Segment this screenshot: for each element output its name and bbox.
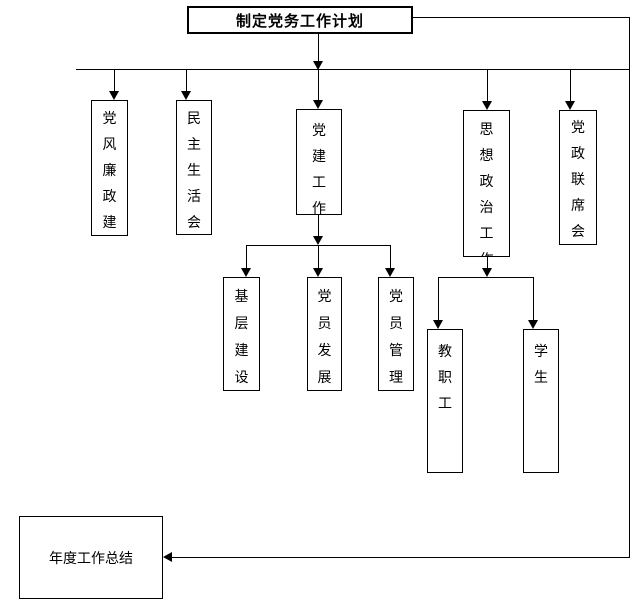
connector-drop-3 <box>318 70 319 100</box>
connector-pb-drop-3 <box>390 245 391 268</box>
node-member-management: 党员管理 <box>378 277 414 391</box>
arrowhead-down-4-icon <box>482 101 492 110</box>
arrowhead-left-summary-icon <box>163 552 172 562</box>
connector-right-side <box>629 17 630 557</box>
connector-drop-1 <box>114 70 115 91</box>
arrowhead-down-iw-icon <box>482 268 492 277</box>
node-party-conduct: 党风廉政建 <box>91 100 128 236</box>
connector-drop-4 <box>487 70 488 101</box>
node-staff: 教职工 <box>427 329 463 473</box>
connector-bottom <box>172 557 630 558</box>
node-democratic-life-label: 民主生活会 <box>187 110 201 230</box>
connector-iw-branch-line <box>438 277 533 278</box>
connector-iw-drop-2 <box>533 277 534 320</box>
arrowhead-down-3-icon <box>313 100 323 109</box>
arrowhead-down-iw2-icon <box>528 320 538 329</box>
node-ideological-work: 思想政治工作 <box>463 110 510 257</box>
arrowhead-down-pb1-icon <box>241 268 251 277</box>
node-party-building-label: 党建工作 <box>312 122 326 215</box>
node-party-conduct-label: 党风廉政建 <box>102 110 117 230</box>
node-staff-label: 教职工 <box>438 343 452 411</box>
arrowhead-down-5-icon <box>565 101 575 110</box>
node-grassroots-label: 基层建设 <box>234 288 249 385</box>
arrowhead-down-2-icon <box>181 91 191 100</box>
arrowhead-down-distline-icon <box>313 61 323 70</box>
node-joint-meeting-label: 党政联席会 <box>571 119 585 239</box>
connector-iw-stub <box>487 257 488 268</box>
arrowhead-down-pb3-icon <box>385 268 395 277</box>
node-member-management-label: 党员管理 <box>389 288 403 385</box>
node-joint-meeting: 党政联席会 <box>559 110 597 245</box>
node-students: 学生 <box>523 329 559 473</box>
node-annual-summary: 年度工作总结 <box>19 516 163 599</box>
arrowhead-down-pb-icon <box>313 236 323 245</box>
connector-title-stub <box>318 34 319 61</box>
node-grassroots: 基层建设 <box>223 277 260 391</box>
connector-pb-drop-1 <box>246 245 247 268</box>
node-member-development-label: 党员发展 <box>317 288 332 385</box>
arrowhead-down-1-icon <box>109 91 119 100</box>
connector-top-right <box>413 17 630 18</box>
connector-pb-drop-2 <box>318 245 319 268</box>
node-annual-summary-label: 年度工作总结 <box>49 549 133 566</box>
node-students-label: 学生 <box>534 343 548 385</box>
node-ideological-work-label: 思想政治工作 <box>479 121 494 256</box>
connector-pb-stub <box>318 215 319 236</box>
node-member-development: 党员发展 <box>307 277 342 391</box>
arrowhead-down-iw1-icon <box>433 320 443 329</box>
connector-drop-2 <box>186 70 187 91</box>
node-democratic-life: 民主生活会 <box>176 100 212 235</box>
node-party-building: 党建工作 <box>296 109 342 215</box>
connector-distribution-line <box>76 69 629 70</box>
connector-iw-drop-1 <box>438 277 439 320</box>
node-plan-label: 制定党务工作计划 <box>235 12 364 30</box>
connector-drop-5 <box>570 70 571 101</box>
arrowhead-down-pb2-icon <box>313 268 323 277</box>
node-plan: 制定党务工作计划 <box>187 6 413 34</box>
